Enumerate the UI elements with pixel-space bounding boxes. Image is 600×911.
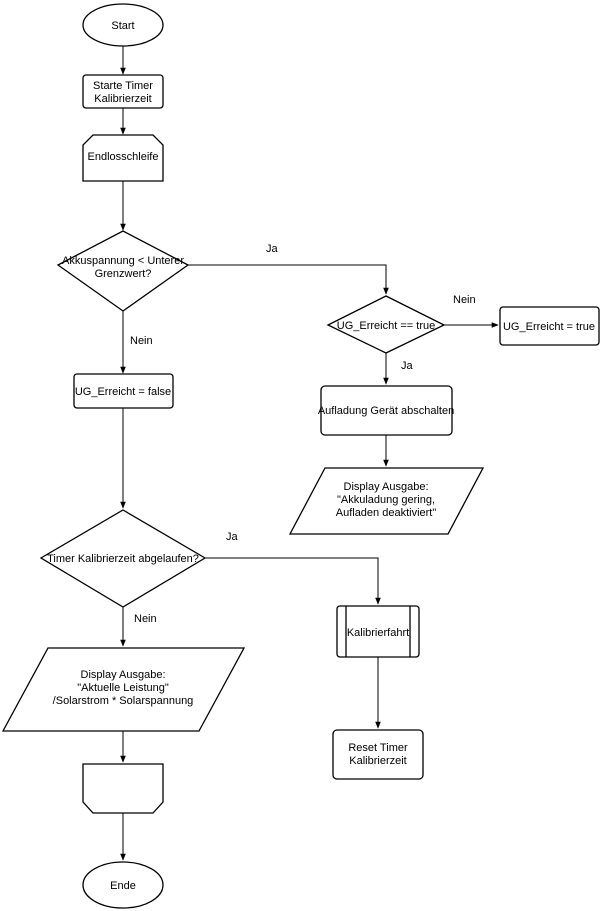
loop-start-label: Endlosschleife <box>88 151 159 163</box>
ug-decision-diamond <box>326 295 446 354</box>
start-label: Start <box>111 20 134 32</box>
ug-decision-label: UG_Erreicht == true <box>337 320 435 332</box>
display-power-parallelogram <box>1 647 246 732</box>
ug-decision-node: UG_Erreicht == true <box>326 295 446 354</box>
label-timer-no: Nein <box>134 613 157 625</box>
display-low-node: Display Ausgabe: "Akkuladung gering, Auf… <box>288 467 485 535</box>
calibration-box <box>336 605 420 658</box>
edge-timercheck-calib <box>205 557 381 605</box>
edges <box>120 46 499 861</box>
ug-false-label: UG_Erreicht = false <box>75 386 171 398</box>
ug-true-node: UG_Erreicht = true <box>499 306 600 346</box>
loop-end-shape <box>82 763 164 814</box>
calibration-label: Kalibrierfahrt <box>347 627 409 639</box>
start-timer-label-2: Kalibrierzeit <box>94 93 151 105</box>
label-timer-yes: Ja <box>226 531 239 543</box>
loop-end-node <box>82 763 164 814</box>
label-voltage-no: Nein <box>130 335 153 347</box>
start-timer-label-1: Starte Timer <box>93 80 153 92</box>
ug-false-box <box>73 373 174 409</box>
display-low-label-1: Display Ausgabe: <box>344 481 429 493</box>
timer-decision-label: Timer Kalibrierzeit abgelaufen? <box>47 553 199 565</box>
reset-timer-label-1: Reset Timer <box>348 742 408 754</box>
ug-false-node: UG_Erreicht = false <box>73 373 174 409</box>
start-node: Start <box>82 3 164 47</box>
label-ug-yes: Ja <box>401 360 414 372</box>
timer-decision-node: Timer Kalibrierzeit abgelaufen? <box>39 509 207 608</box>
voltage-decision-label-1: Akkuspannung < Unterer <box>62 255 184 267</box>
start-timer-node: Starte Timer Kalibrierzeit <box>82 74 164 109</box>
display-low-label-2: "Akkuladung gering, <box>337 494 435 506</box>
end-node: Ende <box>82 861 164 909</box>
loop-start-shape <box>82 134 164 182</box>
display-power-label-3: /Solarstrom * Solarspannung <box>53 695 194 707</box>
voltage-decision-diamond <box>56 230 190 312</box>
ug-true-box <box>499 306 600 346</box>
display-power-label-2: "Aktuelle Leistung" <box>77 682 169 694</box>
ug-true-label: UG_Erreicht = true <box>503 321 595 333</box>
reset-timer-box <box>332 729 424 780</box>
edge-labels: Ja Nein Nein Ja Ja Nein <box>130 243 476 625</box>
loop-start-node: Endlosschleife <box>82 134 164 182</box>
charge-off-label: Aufladung Gerät abschalten <box>318 405 454 417</box>
display-low-label-3: Aufladen deaktiviert" <box>336 507 437 519</box>
reset-timer-node: Reset Timer Kalibrierzeit <box>332 729 424 780</box>
start-timer-box <box>82 74 164 109</box>
charge-off-node: Aufladung Gerät abschalten <box>318 385 454 436</box>
label-voltage-yes: Ja <box>266 243 279 255</box>
end-label: Ende <box>110 880 136 892</box>
charge-off-box <box>320 385 453 436</box>
calibration-node: Kalibrierfahrt <box>336 605 420 658</box>
voltage-decision-label-2: Grenzwert? <box>95 268 152 280</box>
timer-decision-diamond <box>39 509 207 608</box>
reset-timer-label-2: Kalibrierzeit <box>349 755 406 767</box>
end-ellipse <box>82 861 164 909</box>
label-ug-no: Nein <box>453 294 476 306</box>
edge-check-ugcheck <box>188 264 389 295</box>
display-power-node: Display Ausgabe: "Aktuelle Leistung" /So… <box>1 647 246 732</box>
start-ellipse <box>82 3 164 47</box>
display-power-label-1: Display Ausgabe: <box>81 669 166 681</box>
display-low-parallelogram <box>288 467 485 535</box>
voltage-decision-node: Akkuspannung < Unterer Grenzwert? <box>56 230 190 312</box>
